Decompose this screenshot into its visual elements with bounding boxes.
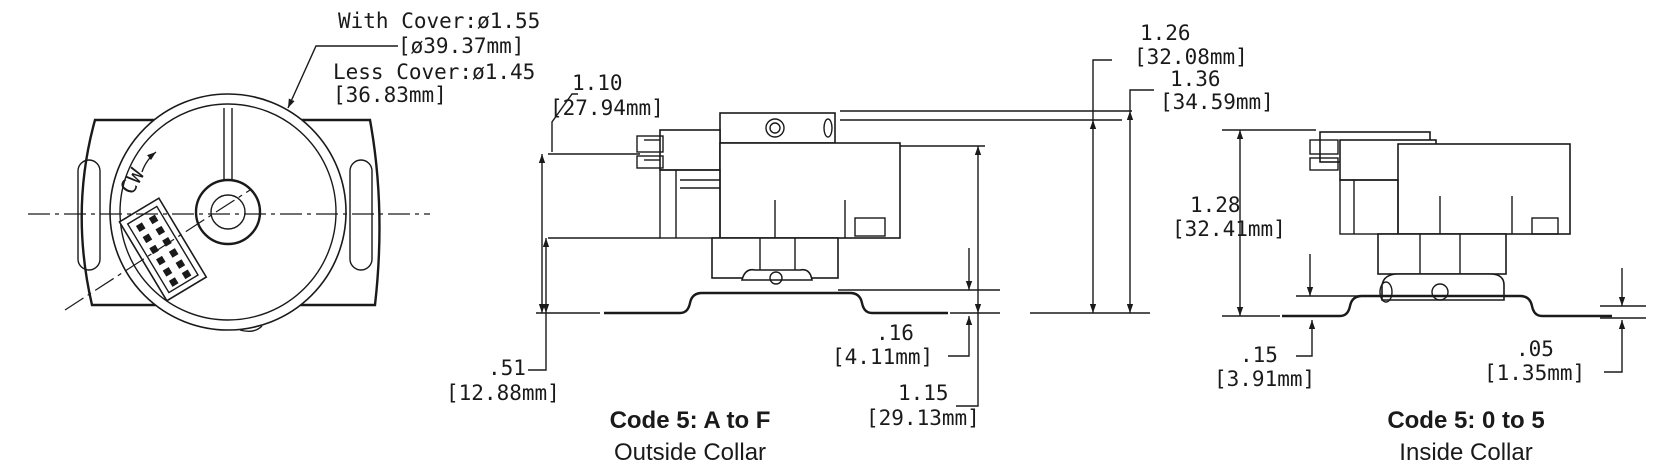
less-cover-label: Less Cover:ø1.45 (333, 60, 535, 84)
dim-1.10-mm: [27.94mm] (550, 96, 664, 120)
mounting-flange (80, 118, 381, 307)
shaft (210, 194, 246, 230)
less-cover-mm: [36.83mm] (333, 83, 447, 107)
dim-1.28-mm: [32.41mm] (1172, 217, 1286, 241)
caption-outside-collar: Outside Collar (614, 439, 766, 466)
dim-1.10: 1.10 (572, 71, 623, 95)
caption-code-5-a-to-f: Code 5: A to F (610, 407, 771, 434)
caption-inside-collar: Inside Collar (1399, 439, 1532, 466)
dim-1.15-mm: [29.13mm] (866, 406, 980, 430)
right-mounting-slot (349, 159, 373, 271)
dim-.51-mm: [12.88mm] (446, 381, 560, 405)
dim-.05: .05 (1516, 337, 1554, 361)
dim-.05-mm: [1.35mm] (1484, 361, 1585, 385)
dim-1.36-mm: [34.59mm] (1160, 90, 1274, 114)
connector-block (118, 197, 208, 302)
dim-1.28: 1.28 (1190, 193, 1241, 217)
dim-1.15: 1.15 (898, 381, 949, 405)
dim-.15-mm: [3.91mm] (1214, 367, 1315, 391)
housing-inner-ring (119, 103, 337, 321)
side-view-inside-collar: 1.28 [32.41mm] .15 [3.91mm] .05 [1.35mm]… (1172, 129, 1646, 466)
with-cover-label: With Cover:ø1.55 (338, 9, 540, 33)
dim-.16: .16 (876, 321, 914, 345)
dim-.15: .15 (1240, 343, 1278, 367)
dim-1.26-mm: [32.08mm] (1134, 45, 1248, 69)
left-mounting-slot (77, 159, 101, 271)
caption-code-5-0-to-5: Code 5: 0 to 5 (1387, 407, 1544, 434)
top-view: CW With Cover:ø1.55 [ø39.37mm] Less Cove… (28, 9, 540, 333)
dim-1.26: 1.26 (1140, 21, 1191, 45)
shaft-collar (194, 178, 262, 246)
side-view-outside-collar: 1.10 [27.94mm] .51 [12.88mm] 1.15 [29.13… (446, 21, 1274, 466)
dim-1.36: 1.36 (1170, 67, 1221, 91)
with-cover-mm: [ø39.37mm] (398, 34, 524, 58)
cw-arrow-icon (141, 151, 157, 173)
dim-.51: .51 (488, 356, 526, 380)
dim-.16-mm: [4.11mm] (832, 345, 933, 369)
